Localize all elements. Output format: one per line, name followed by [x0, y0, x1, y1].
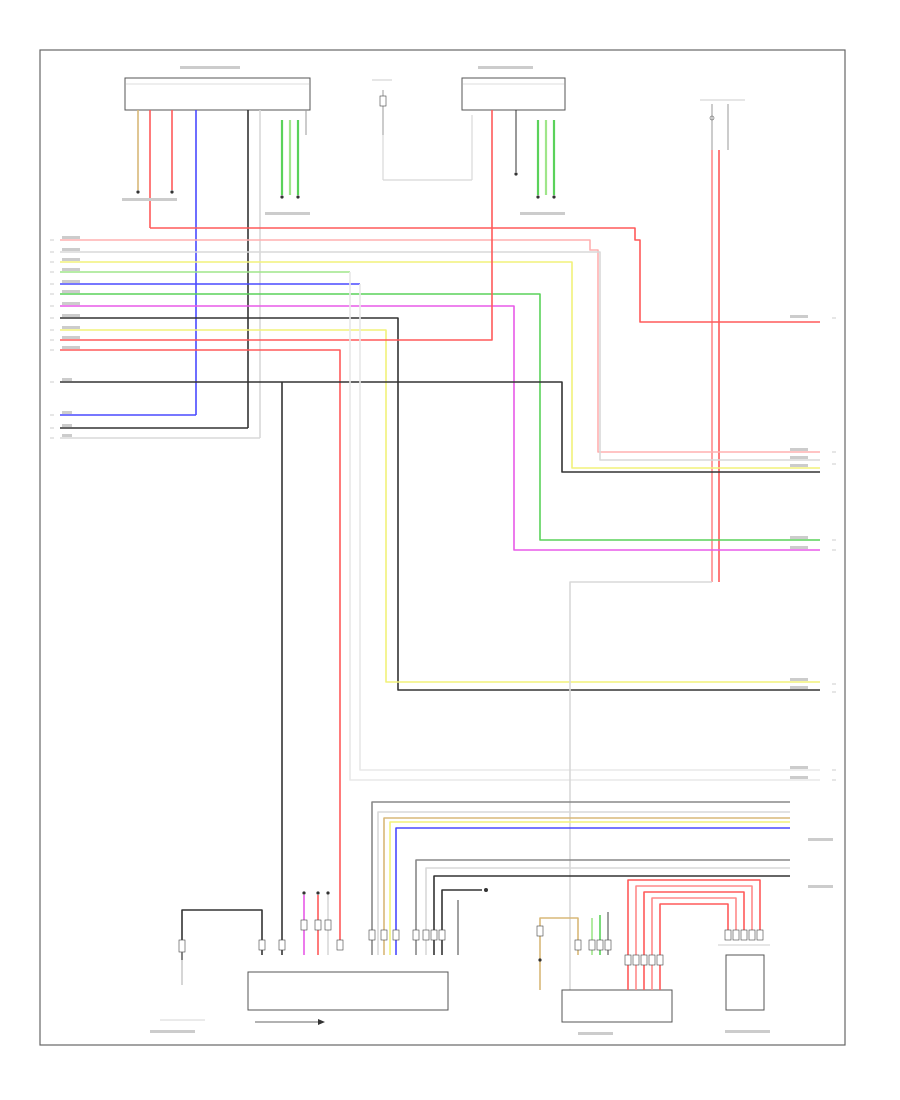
diagram-frame	[39, 49, 846, 1046]
lower-module-component	[247, 919, 449, 1025]
left-harness	[60, 165, 820, 990]
left-edge-connectors	[50, 239, 54, 439]
control-module-component	[461, 77, 566, 199]
right-edge-connectors	[832, 317, 836, 781]
switch-component	[700, 99, 745, 582]
lamp-module-component	[536, 879, 761, 1023]
fuse-component	[160, 939, 205, 1021]
sensor-component	[372, 79, 473, 181]
light-switch-component	[718, 929, 770, 1011]
label-blocks	[62, 66, 833, 1035]
lower-harness	[181, 801, 790, 960]
